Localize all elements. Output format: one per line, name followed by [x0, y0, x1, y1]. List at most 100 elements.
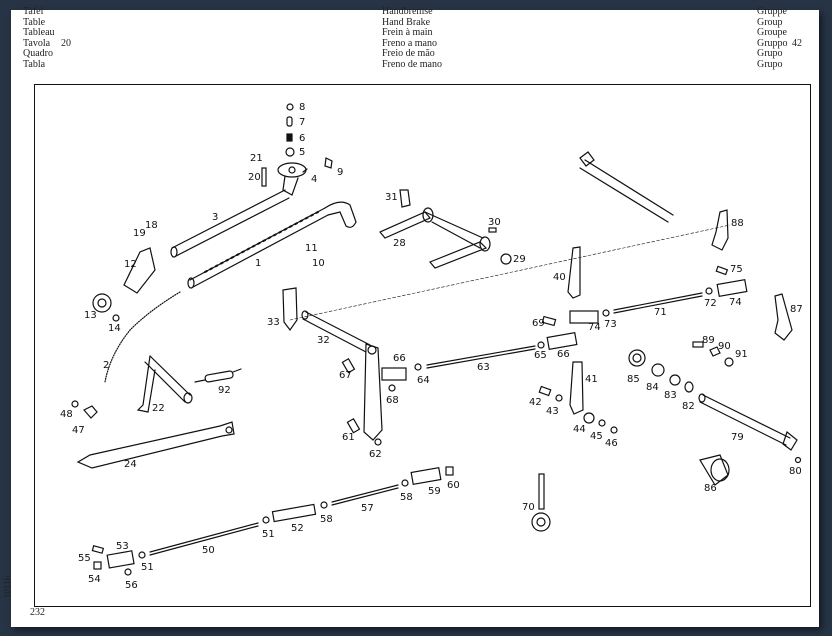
part-5	[285, 147, 295, 157]
part-callout-71: 71	[654, 307, 667, 318]
table-label: Tafel	[23, 6, 44, 17]
group-label-column: Gruppe Group Groupe Gruppo Grupo Grupo	[757, 6, 788, 70]
part-47	[83, 405, 98, 419]
part-32	[301, 310, 383, 441]
part-50-rod	[149, 522, 259, 556]
part-callout-66: 66	[557, 349, 570, 360]
part-callout-5: 5	[299, 147, 305, 158]
part-callout-30: 30	[488, 217, 501, 228]
table-label: Tableau	[23, 27, 55, 38]
part-42	[538, 385, 552, 397]
part-callout-18: 18	[145, 220, 158, 231]
part-72	[705, 287, 713, 295]
part-callout-65: 65	[534, 350, 547, 361]
group-label: Grupo	[757, 48, 783, 59]
page-number: 232	[30, 607, 45, 618]
part-48	[71, 400, 79, 408]
part-24	[76, 421, 235, 469]
title-translation: Freno de mano	[382, 58, 442, 70]
table-label: Tabla	[23, 58, 46, 70]
table-label: Quadro	[23, 48, 53, 59]
part-80	[794, 456, 802, 464]
drawing-code: 10116	[2, 575, 13, 599]
part-31	[399, 189, 411, 208]
part-callout-74: 74	[729, 297, 742, 308]
part-8	[286, 103, 294, 111]
part-51b	[262, 516, 270, 524]
part-callout-87: 87	[790, 304, 803, 315]
part-callout-67: 67	[339, 370, 352, 381]
part-53	[106, 550, 135, 569]
part-flange	[277, 162, 307, 196]
part-51a	[138, 551, 146, 559]
title-translation: Hand Brake	[382, 16, 431, 28]
part-callout-19: 19	[133, 228, 146, 239]
part-callout-86: 86	[704, 483, 717, 494]
part-92-spring	[194, 368, 242, 383]
part-callout-22: 22	[152, 403, 165, 414]
part-callout-74: 74	[588, 322, 601, 333]
part-56	[124, 568, 132, 576]
part-71-rod	[613, 292, 703, 314]
table-label-column: Tafel Table Tableau Tavola Quadro Tabla	[23, 6, 55, 70]
part-58b	[401, 479, 409, 487]
part-callout-59: 59	[428, 486, 441, 497]
part-callout-58: 58	[320, 514, 333, 525]
part-79-shaft	[698, 393, 798, 451]
part-87	[774, 293, 793, 341]
title-translation: Freno a mano	[382, 37, 437, 49]
part-callout-2: 2	[103, 360, 109, 371]
part-callout-45: 45	[590, 431, 603, 442]
part-69	[541, 315, 557, 327]
part-14	[112, 314, 120, 322]
part-callout-80: 80	[789, 466, 802, 477]
part-41	[569, 361, 584, 415]
part-callout-55: 55	[78, 553, 91, 564]
part-callout-3: 3	[212, 212, 218, 223]
part-28	[379, 207, 491, 269]
part-callout-56: 56	[125, 580, 138, 591]
part-callout-10: 10	[312, 258, 325, 269]
part-74-right	[716, 278, 748, 298]
part-callout-28: 28	[393, 238, 406, 249]
part-22	[136, 355, 193, 413]
part-callout-11: 11	[305, 243, 318, 254]
part-6	[286, 133, 293, 142]
part-59	[410, 466, 442, 486]
part-callout-91: 91	[735, 349, 748, 360]
part-57-rod	[331, 484, 399, 506]
part-45	[598, 419, 606, 427]
part-33	[282, 287, 298, 332]
part-44	[583, 412, 595, 424]
part-1-lever	[187, 201, 357, 289]
part-29	[500, 253, 512, 265]
part-46	[610, 426, 618, 434]
part-callout-42: 42	[529, 397, 542, 408]
part-83	[669, 374, 681, 386]
part-callout-75: 75	[730, 264, 743, 275]
part-3-tube	[170, 189, 290, 258]
part-86	[699, 454, 730, 486]
part-callout-89: 89	[702, 335, 715, 346]
part-callout-31: 31	[385, 192, 398, 203]
part-callout-88: 88	[731, 218, 744, 229]
part-13	[92, 293, 112, 313]
part-callout-50: 50	[202, 545, 215, 556]
part-callout-53: 53	[116, 541, 129, 552]
part-callout-40: 40	[553, 272, 566, 283]
part-callout-82: 82	[682, 401, 695, 412]
part-12	[123, 247, 156, 294]
part-74-left	[569, 310, 599, 324]
part-callout-61: 61	[342, 432, 355, 443]
part-callout-4: 4	[311, 174, 317, 185]
part-callout-60: 60	[447, 480, 460, 491]
part-callout-7: 7	[299, 117, 305, 128]
group-label: Group	[757, 16, 783, 28]
title-translation: Freio de mão	[382, 48, 435, 59]
part-7	[286, 116, 293, 127]
part-callout-64: 64	[417, 375, 430, 386]
part-callout-84: 84	[646, 382, 659, 393]
part-callout-51: 51	[141, 562, 154, 573]
part-callout-21: 21	[250, 153, 263, 164]
part-callout-41: 41	[585, 374, 598, 385]
